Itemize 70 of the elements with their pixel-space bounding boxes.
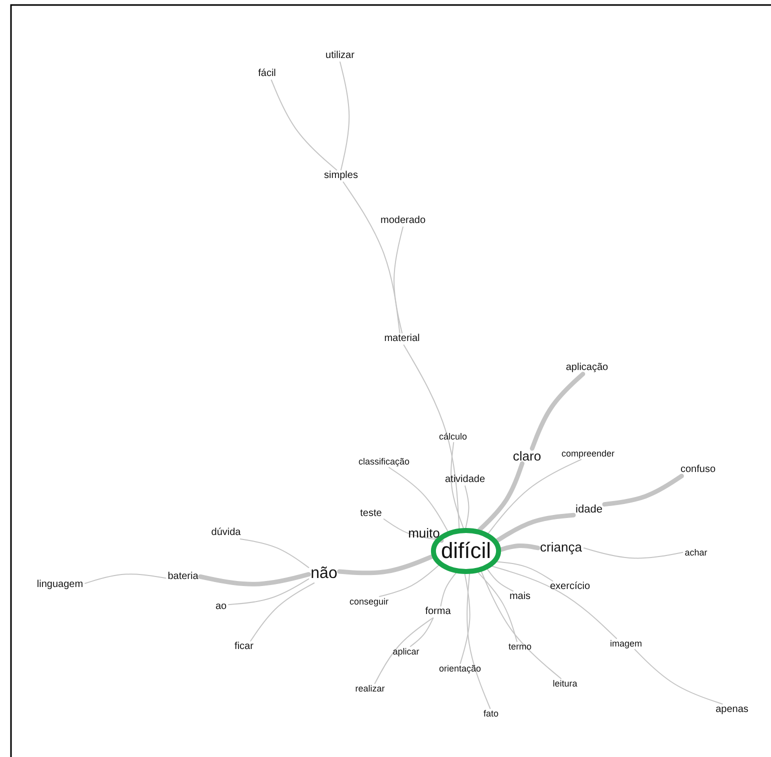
word-label: claro <box>510 448 544 464</box>
connector-line <box>634 649 723 704</box>
word-label: atividade <box>442 474 488 486</box>
connector-line <box>460 573 470 664</box>
word-label: bateria <box>166 571 200 583</box>
connector-line <box>250 582 315 642</box>
word-label: aplicação <box>564 362 610 374</box>
word-label: aplicar <box>390 646 422 658</box>
word-label: leitura <box>550 678 580 690</box>
word-label: conseguir <box>347 596 391 608</box>
connector-line <box>477 461 524 532</box>
connector-line <box>498 544 540 552</box>
connector-line <box>478 572 518 642</box>
word-label: ao <box>213 601 229 613</box>
connector-line <box>337 554 434 576</box>
connector-line <box>383 518 436 540</box>
connector-line <box>530 372 586 451</box>
connector-line <box>492 566 618 639</box>
connector-line <box>450 442 464 529</box>
connector-line <box>378 564 440 597</box>
connector-line <box>228 578 310 606</box>
connector-line <box>440 572 456 606</box>
word-label: exercício <box>548 581 592 593</box>
word-label: simples <box>322 170 360 182</box>
word-label: teste <box>358 508 384 520</box>
connector-line <box>394 226 404 334</box>
connector-line <box>480 571 562 679</box>
word-label: moderado <box>378 215 428 227</box>
connector-line <box>466 573 491 709</box>
connector-line <box>583 548 684 559</box>
word-label: forma <box>423 606 453 618</box>
connector-line <box>488 459 582 534</box>
connector-line <box>486 568 514 592</box>
connector-line <box>240 538 310 568</box>
word-label: linguagem <box>34 579 86 591</box>
word-label: material <box>382 333 422 345</box>
word-label: dúvida <box>209 527 243 539</box>
word-label: termo <box>506 642 534 652</box>
word-label: não <box>308 565 340 583</box>
word-label: criança <box>538 540 584 554</box>
word-label: classificação <box>356 456 412 468</box>
word-label: confuso <box>678 464 718 476</box>
word-label: apenas <box>714 704 750 716</box>
word-label: muito <box>406 526 442 540</box>
word-label: fato <box>482 708 500 720</box>
connector-line <box>403 344 460 529</box>
word-label: fácil <box>256 68 278 80</box>
connector-line <box>198 572 311 586</box>
connector-line <box>410 618 434 647</box>
connector-line <box>388 467 448 532</box>
connector-line <box>464 486 470 528</box>
word-label: achar <box>682 548 710 558</box>
connector-line <box>496 561 554 582</box>
word-label: imagem <box>608 638 644 650</box>
word-label: orientação <box>436 664 484 674</box>
word-label: mais <box>507 591 533 603</box>
word-label: cálculo <box>437 432 469 442</box>
connector-line <box>342 182 400 334</box>
word-label: utilizar <box>324 50 356 62</box>
connector-line <box>602 474 684 507</box>
connector-line <box>495 512 576 543</box>
connector-line <box>270 80 338 170</box>
word-label: idade <box>574 504 604 516</box>
word-label: realizar <box>353 684 387 694</box>
connector-line <box>434 536 444 543</box>
connector-line <box>340 62 350 170</box>
word-label: ficar <box>232 641 256 653</box>
word-label: compreender <box>559 448 617 460</box>
connector-line <box>374 618 434 684</box>
connector-line <box>84 574 166 584</box>
